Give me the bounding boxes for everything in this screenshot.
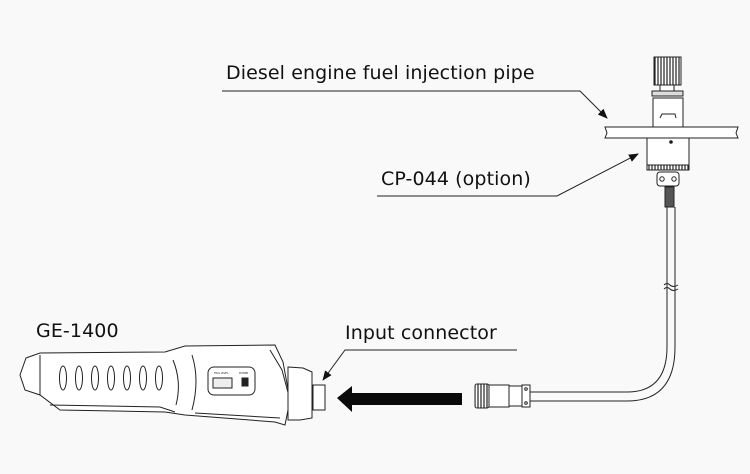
label-input-connector: Input connector xyxy=(345,322,497,344)
panel-power: POWER xyxy=(239,371,249,375)
fuel-injection-pipe xyxy=(604,126,739,139)
label-fuel-injection-pipe: Diesel engine fuel injection pipe xyxy=(226,62,535,84)
leader-sensor xyxy=(377,153,639,197)
input-connector[interactable] xyxy=(312,384,326,411)
sensor-cable xyxy=(530,207,679,402)
knurled-knob[interactable] xyxy=(653,56,682,86)
panel-trig-level: TRIG LEVEL xyxy=(214,371,229,375)
cable-plug[interactable] xyxy=(474,383,531,409)
ge-1400-device xyxy=(19,344,326,426)
label-cp-044: CP-044 (option) xyxy=(381,168,531,190)
grip-ovals xyxy=(59,365,163,391)
leader-connector xyxy=(322,349,517,381)
sensor-clamp xyxy=(646,56,690,208)
insert-direction-arrow xyxy=(337,386,462,412)
label-ge-1400: GE-1400 xyxy=(36,320,119,342)
leader-pipe xyxy=(222,90,608,119)
